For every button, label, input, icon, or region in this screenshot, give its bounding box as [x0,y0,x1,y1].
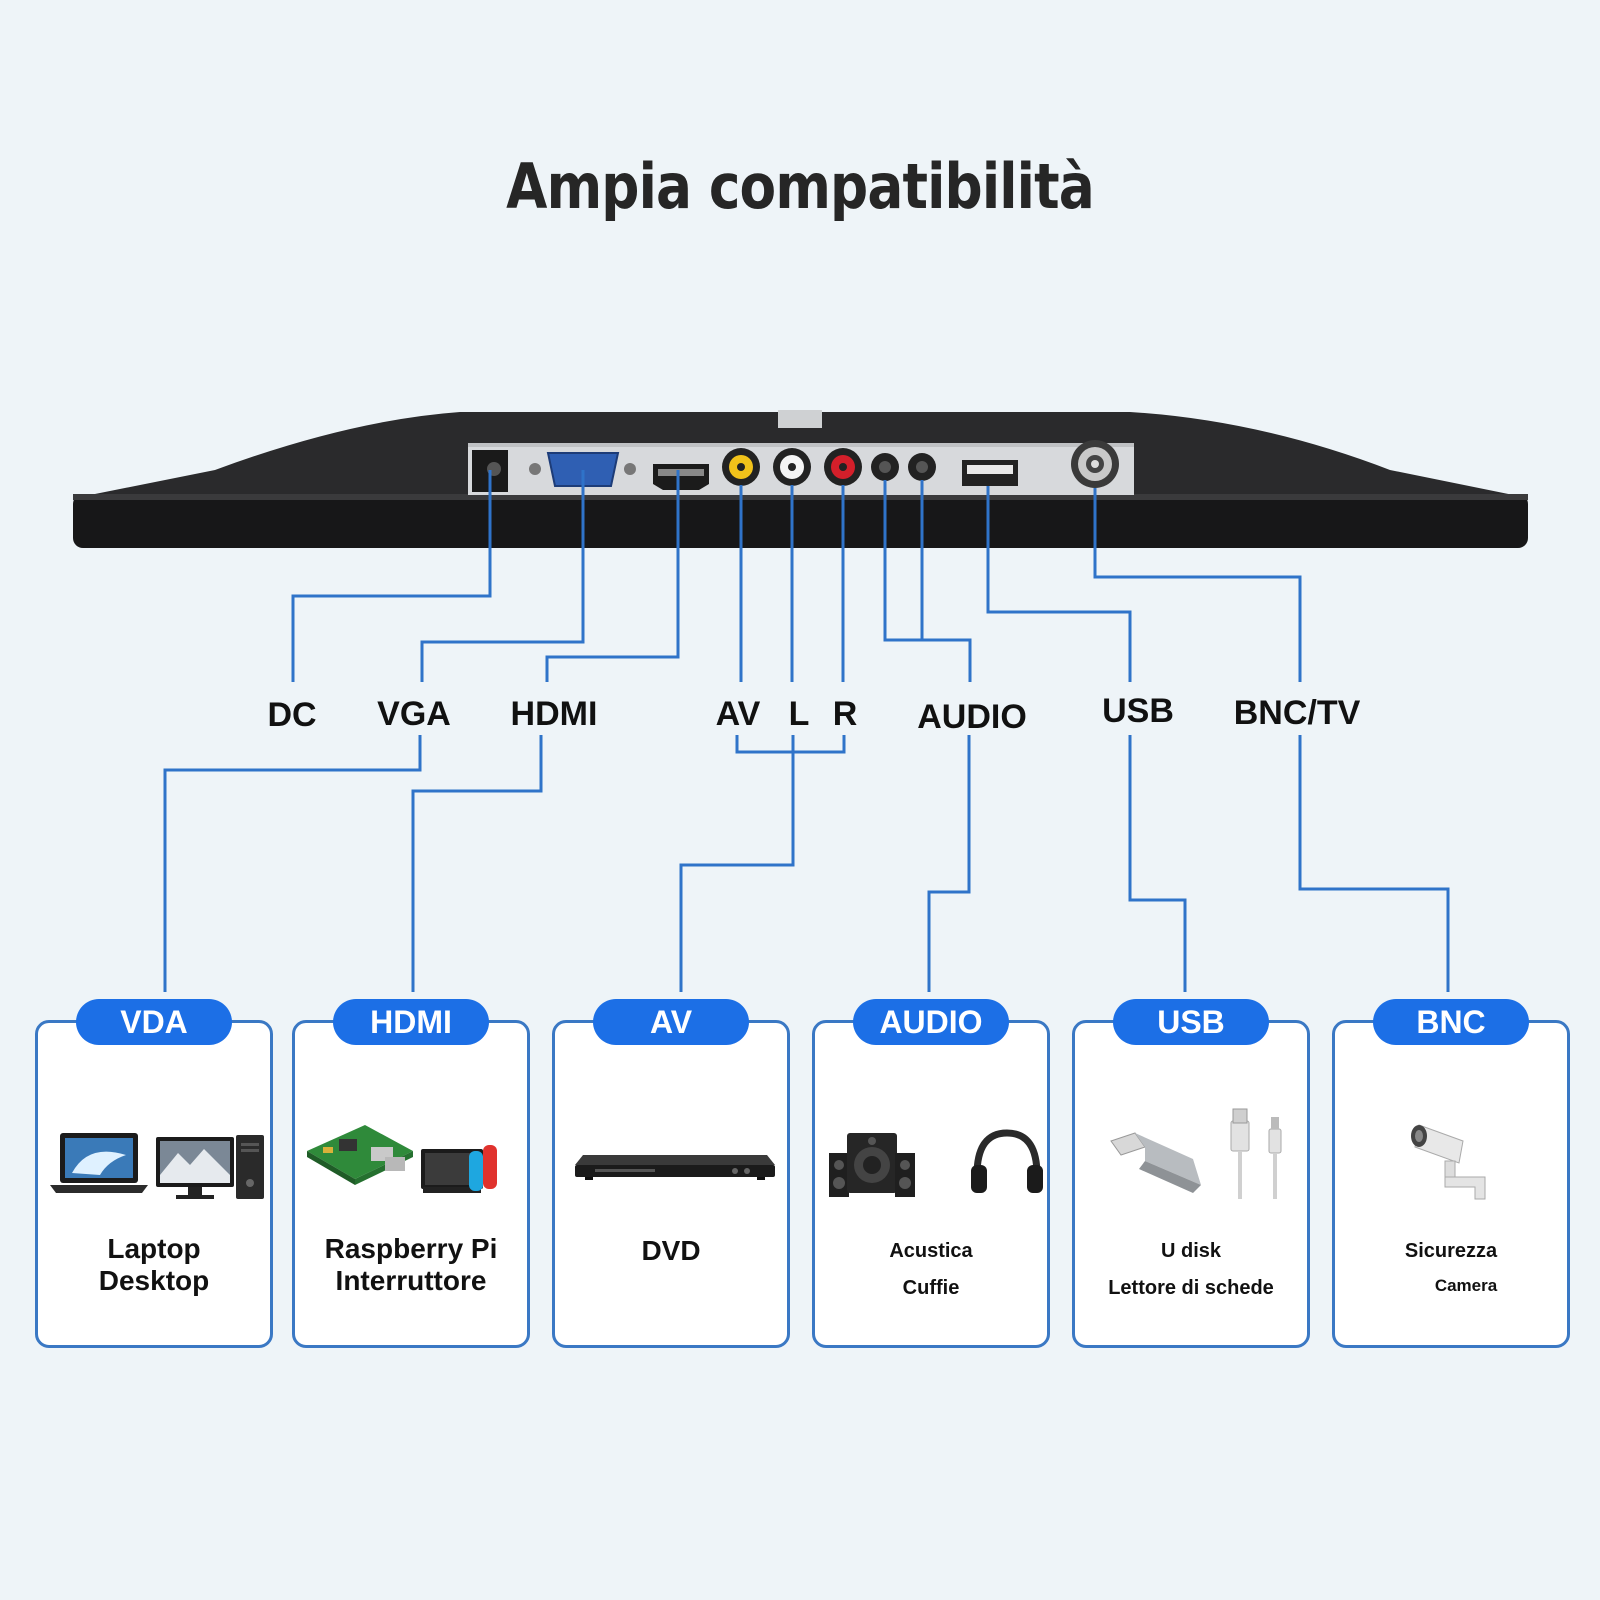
card-badge-hdmi: HDMI [333,999,489,1045]
connector-lines [163,470,1450,992]
raspberry-pi-board-icon [307,1125,413,1185]
card-line: Acustica [889,1240,973,1262]
card-text-usb: U disk Lettore di schede [1075,1233,1307,1307]
card-line: Camera [1434,1276,1498,1295]
headphones-icon [971,1129,1043,1193]
card-vda: VDA Laptop Desktop [35,999,273,1348]
card-bnc: BNC Sicurezza Camera [1332,999,1570,1348]
port-label-audio: AUDIO [917,698,1027,736]
card-badge-bnc: BNC [1373,999,1529,1045]
page-title: Ampia compatibilità [506,150,1095,223]
card-text-bnc: Sicurezza Camera [1335,1233,1567,1301]
audio-right-port-icon [824,448,862,486]
port-label-dc: DC [267,696,317,734]
card-line: Interruttore [335,1265,487,1297]
card-usb: USB U disk Lettore di schede [1072,999,1310,1348]
usb-cable-icon [1230,1108,1282,1199]
card-av: AV DVD [552,999,790,1348]
port-label-l: L [788,695,810,733]
card-line: Laptop [107,1233,201,1264]
desktop-computer-icon [156,1135,264,1199]
port-label-bnc-tv: BNC/TV [1233,694,1361,732]
port-label-r: R [832,695,858,733]
laptop-icon [50,1133,148,1193]
hdmi-port-icon [653,464,709,490]
card-text-audio: Acustica Cuffie [815,1233,1047,1307]
port-label-hdmi: HDMI [510,695,598,733]
card-text-hdmi: Raspberry Pi Interruttore [295,1233,527,1297]
bnc-port-icon [1071,440,1119,488]
vga-port-icon [529,452,636,487]
card-line: Lettore di schede [1108,1277,1274,1299]
audio-jack-port-icon [871,453,936,481]
card-text-av: DVD [555,1235,787,1267]
game-console-icon [421,1145,497,1193]
security-camera-icon [1411,1124,1486,1200]
card-text-vda: Laptop Desktop [38,1233,270,1297]
card-audio: AUDIO Acustica Cuffie [812,999,1050,1348]
card-line: Desktop [98,1265,210,1297]
card-line: Raspberry Pi [324,1233,498,1264]
card-line: Cuffie [902,1277,960,1299]
av-port-icon [722,448,760,486]
card-badge-av: AV [593,999,749,1045]
speakers-icon [829,1133,915,1197]
usb-port-icon [962,460,1018,486]
audio-left-port-icon [773,448,811,486]
card-badge-audio: AUDIO [853,999,1009,1045]
card-line: U disk [1160,1240,1222,1262]
card-badge-vda: VDA [76,999,232,1045]
port-label-vga: VGA [377,695,451,733]
card-line: Sicurezza [1404,1240,1498,1262]
dvd-player-icon [575,1155,775,1180]
card-line: DVD [641,1235,701,1266]
port-label-av: AV [715,695,761,733]
card-hdmi: HDMI Raspberry Pi Interruttore [292,999,530,1348]
port-label-usb: USB [1102,692,1174,730]
usb-flash-drive-icon [1110,1132,1201,1193]
card-badge-usb: USB [1113,999,1269,1045]
